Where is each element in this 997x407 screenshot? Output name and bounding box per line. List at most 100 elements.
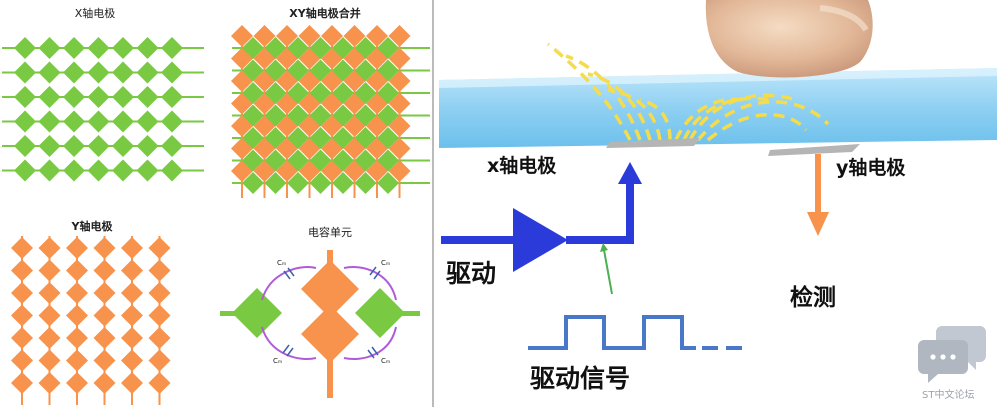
x-electrode-diamond: [38, 110, 61, 133]
y-electrode-diamond: [66, 304, 88, 327]
x-electrode-diamond: [14, 61, 36, 84]
x-electrode-diamond: [112, 86, 134, 108]
xy-green-diamond: [309, 149, 332, 172]
xy-green-diamond: [287, 37, 309, 59]
y-electrode-diamond: [66, 349, 88, 372]
x-axis-electrode-grid: [2, 37, 204, 182]
xy-green-diamond: [287, 82, 309, 104]
x-electrode-diamond: [14, 37, 36, 59]
xy-green-diamond: [264, 127, 287, 149]
x-electrode-diamond: [112, 37, 134, 59]
y-electrode-diamond: [148, 259, 171, 282]
x-electrode-diamond: [112, 110, 134, 133]
xy-green-diamond: [354, 149, 377, 172]
xy-green-diamond: [332, 59, 354, 82]
detect-arrow: [807, 154, 829, 236]
y-electrode-diamond: [121, 282, 143, 304]
xy-green-diamond: [309, 104, 332, 127]
xy-green-diamond: [332, 37, 354, 59]
xy-green-diamond: [309, 82, 332, 104]
x-electrode-diamond: [161, 110, 183, 133]
electric-field-lines: [546, 42, 830, 142]
cap-label-bl: Cₘ: [273, 357, 282, 365]
xy-green-diamond: [264, 82, 287, 104]
driver-amplifier-triangle: [513, 208, 568, 272]
x-electrode-diamond: [136, 110, 159, 133]
x-electrode-diamond: [63, 86, 85, 108]
cap-label-tl: Cₘ: [277, 259, 286, 267]
x-electrode-diamond: [38, 37, 61, 59]
xy-green-diamond: [242, 82, 264, 104]
y-electrode-diamond: [148, 327, 171, 349]
xy-green-diamond: [287, 59, 309, 82]
x-electrode-diamond: [112, 61, 134, 84]
x-electrode-diamond: [38, 159, 61, 182]
signal-pointer-line: [603, 249, 613, 295]
watermark-text: ST中文论坛: [922, 388, 974, 401]
cap-unit-panel-title: 电容单元: [308, 225, 352, 239]
y-electrode-diamond: [121, 327, 143, 349]
x-electrode-diamond: [63, 110, 85, 133]
x-electrode-diamond: [87, 110, 110, 133]
xy-orange-diamond: [366, 25, 388, 47]
y-electrode-diamond: [93, 304, 116, 327]
xy-green-diamond: [354, 104, 377, 127]
y-electrode-diamond: [148, 304, 171, 327]
y-electrode-diamond: [11, 304, 33, 327]
xy-green-diamond: [377, 172, 399, 194]
xy-green-diamond: [242, 104, 264, 127]
y-electrode-diamond: [66, 282, 88, 304]
y-electrode-diamond: [148, 349, 171, 372]
detect-label: 检测: [790, 284, 836, 311]
xy-green-diamond: [287, 172, 309, 194]
y-electrode-diamond: [93, 282, 116, 304]
xy-green-diamond: [242, 172, 264, 194]
x-electrode-diamond: [14, 86, 36, 108]
x-electrode-plate: [606, 138, 700, 148]
y-electrode-diamond: [11, 327, 33, 349]
x-electrode-diamond: [38, 135, 61, 157]
xy-green-diamond: [354, 37, 377, 59]
xy-green-diamond: [332, 127, 354, 149]
xy-orange-diamond: [343, 25, 366, 47]
finger-image: [705, 0, 873, 78]
y-electrode-diamond: [11, 372, 33, 394]
y-electrode-diamond: [148, 282, 171, 304]
xy-merge-panel-title: XY轴电极合并: [289, 6, 360, 20]
x-electrode-diamond: [136, 86, 159, 108]
xy-merged-electrode-grid: [231, 25, 430, 198]
xy-green-diamond: [242, 149, 264, 172]
x-electrode-diamond: [136, 61, 159, 84]
y-electrode-diamond: [11, 282, 33, 304]
drive-signal-waveform: [528, 315, 742, 350]
xy-green-diamond: [332, 149, 354, 172]
xy-green-diamond: [264, 172, 287, 194]
y-electrode-diamond: [121, 304, 143, 327]
y-electrode-diamond: [93, 372, 116, 394]
xy-green-diamond: [377, 59, 399, 82]
chat-bubbles-icon: [918, 326, 986, 383]
x-electrode-diamond: [14, 159, 36, 182]
xy-orange-diamond: [321, 25, 343, 47]
y-electrode-diamond: [38, 237, 61, 259]
xy-green-diamond: [309, 172, 332, 194]
drive-label: 驱动: [446, 259, 496, 288]
y-electrode-diamond: [38, 349, 61, 372]
x-axis-panel-title: X轴电极: [75, 6, 116, 20]
drive-arrow-up: [618, 162, 642, 184]
drive-signal-label: 驱动信号: [530, 364, 630, 393]
xy-green-diamond: [264, 37, 287, 59]
y-electrode-plate: [768, 144, 860, 156]
y-electrode-diamond: [11, 237, 33, 259]
y-electrode-diamond: [38, 282, 61, 304]
xy-green-diamond: [264, 149, 287, 172]
y-electrode-diamond: [148, 237, 171, 259]
cap-unit-diagram: Cₘ Cₘ Cₘ Cₘ: [220, 250, 420, 398]
x-electrode-diamond: [63, 37, 85, 59]
y-electrode-diamond: [148, 372, 171, 394]
x-electrode-diamond: [161, 37, 183, 59]
xy-green-diamond: [377, 104, 399, 127]
y-electrode-diamond: [66, 327, 88, 349]
x-electrode-diamond: [136, 135, 159, 157]
xy-orange-diamond: [388, 25, 411, 47]
